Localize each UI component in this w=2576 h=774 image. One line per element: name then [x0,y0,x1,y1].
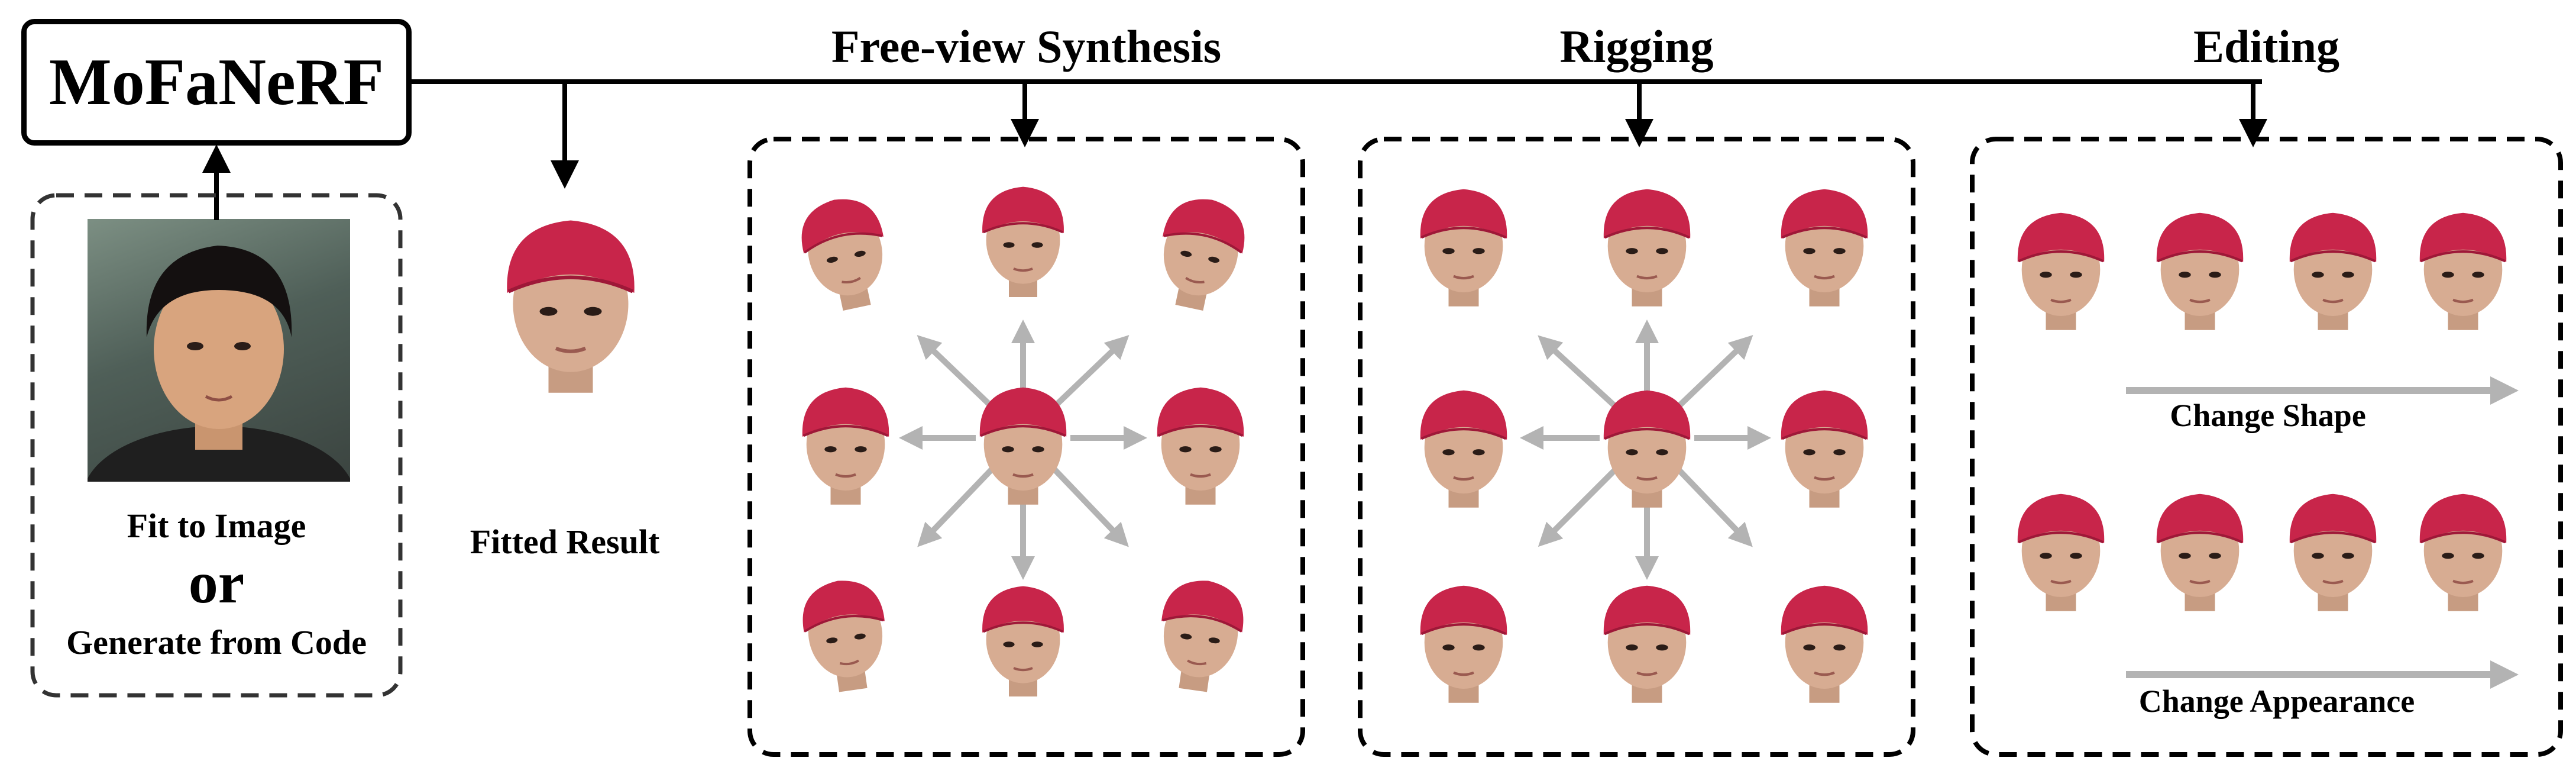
title-box: MoFaNeRF [21,19,412,146]
input-label-generate: Generate from Code [66,623,367,662]
input-label-fit: Fit to Image [127,507,306,545]
section-editing: Editing [2193,21,2340,72]
change-appearance-label: Change Appearance [2138,683,2415,719]
editing-appearance-row [2018,494,2519,689]
input-box [30,193,403,698]
editing-box [1970,137,2563,757]
input-label-or: or [188,550,245,615]
rigging-box [1358,137,1915,757]
fitted-result-label: Fitted Result [470,523,660,561]
rigging-grid [1420,189,1868,703]
free-view-grid [794,187,1252,696]
section-rigging: Rigging [1559,21,1714,72]
free-view-box [747,137,1305,757]
section-free-view: Free-view Synthesis [831,21,1222,72]
change-shape-label: Change Shape [2170,398,2366,433]
editing-shape-row [2018,213,2519,405]
title: MoFaNeRF [48,45,384,119]
fitted-result-face [507,221,634,393]
input-photo [88,219,350,482]
